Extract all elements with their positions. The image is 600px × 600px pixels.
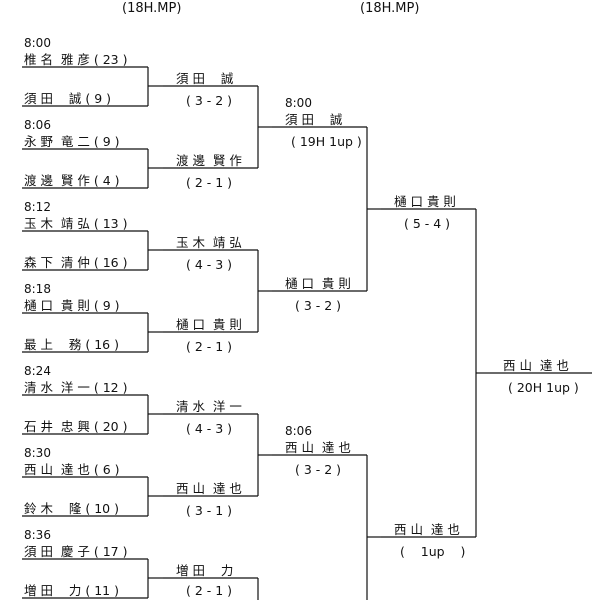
round3-winner: 西 山 達 也 <box>285 440 351 455</box>
round2-score: ( 4 - 3 ) <box>186 257 233 272</box>
round2-score: ( 3 - 1 ) <box>186 503 233 518</box>
round2-score: ( 3 - 2 ) <box>186 93 233 108</box>
champion-name: 西 山 達 也 <box>503 358 569 373</box>
match-time: 8:30 <box>24 446 51 460</box>
round3-winner: 須 田 誠 <box>285 112 343 127</box>
round2-score: ( 2 - 1 ) <box>186 175 233 190</box>
player-entry: 石 井 忠 興 ( 20 ) <box>24 419 128 434</box>
match-time: 8:06 <box>285 424 312 438</box>
match-time: 8:24 <box>24 364 51 378</box>
round2-winner: 須 田 誠 <box>176 71 234 86</box>
player-entry: 清 水 洋 一 ( 12 ) <box>24 380 128 395</box>
round2-winner: 西 山 達 也 <box>176 481 242 496</box>
round2-winner: 渡 邊 賢 作 <box>176 153 242 168</box>
round3-winner: 樋 口 貴 則 <box>285 276 351 291</box>
champion-score: ( 20H 1up ) <box>508 380 579 395</box>
header-format-left: (18H.MP) <box>122 1 182 16</box>
round4-score: ( 5 - 4 ) <box>404 216 451 231</box>
round4-winner: 西 山 達 也 <box>394 522 460 537</box>
player-entry: 最 上 務 ( 16 ) <box>24 337 119 352</box>
round2-score: ( 4 - 3 ) <box>186 421 233 436</box>
round4-score: ( 1up ) <box>400 544 466 559</box>
round2-winner: 清 水 洋 一 <box>176 399 242 414</box>
match-time: 8:00 <box>285 96 312 110</box>
player-entry: 須 田 慶 子 ( 17 ) <box>24 544 128 559</box>
round3-score: ( 3 - 2 ) <box>295 462 342 477</box>
header-format-right: (18H.MP) <box>360 1 420 16</box>
round3-score: ( 3 - 2 ) <box>295 298 342 313</box>
match-time: 8:06 <box>24 118 51 132</box>
match-time: 8:12 <box>24 200 51 214</box>
player-entry: 鈴 木 隆 ( 10 ) <box>24 501 119 516</box>
player-entry: 永 野 竜 二 ( 9 ) <box>24 134 120 149</box>
player-entry: 増 田 力 ( 11 ) <box>24 583 119 598</box>
player-entry: 須 田 誠 ( 9 ) <box>24 91 111 106</box>
match-time: 8:00 <box>24 36 51 50</box>
player-entry: 玉 木 靖 弘 ( 13 ) <box>24 216 128 231</box>
round2-score: ( 2 - 1 ) <box>186 583 233 598</box>
player-entry: 西 山 達 也 ( 6 ) <box>24 462 120 477</box>
player-entry: 椎 名 雅 彦 ( 23 ) <box>24 52 128 67</box>
player-entry: 渡 邊 賢 作 ( 4 ) <box>24 173 120 188</box>
player-entry: 樋 口 貴 則 ( 9 ) <box>24 298 120 313</box>
round3-score: ( 19H 1up ) <box>291 134 362 149</box>
match-time: 8:18 <box>24 282 51 296</box>
match-time: 8:36 <box>24 528 51 542</box>
player-entry: 森 下 清 仲 ( 16 ) <box>24 255 128 270</box>
round2-winner: 樋 口 貴 則 <box>176 317 242 332</box>
round2-winner: 玉 木 靖 弘 <box>176 235 242 250</box>
round2-score: ( 2 - 1 ) <box>186 339 233 354</box>
round4-winner: 樋 口 貴 則 <box>394 194 456 209</box>
round2-winner: 増 田 力 <box>176 563 234 578</box>
